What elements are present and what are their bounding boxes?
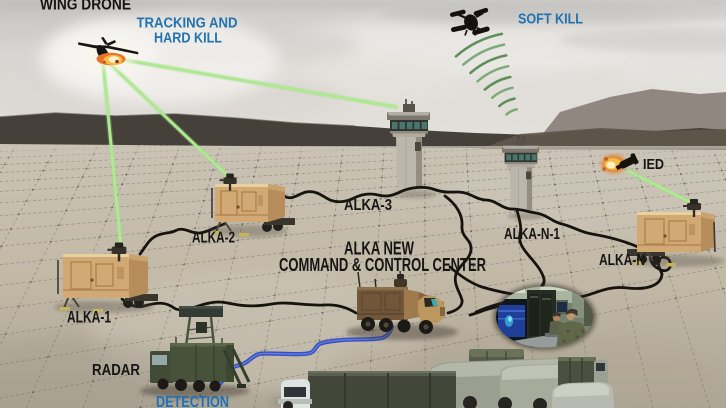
svg-text:ALKA NEW: ALKA NEW: [344, 239, 414, 259]
svg-text:TRACKING AND: TRACKING AND: [137, 16, 238, 32]
svg-text:ALKA-2: ALKA-2: [192, 230, 235, 247]
svg-text:COMMAND & CONTROL CENTER: COMMAND & CONTROL CENTER: [279, 255, 486, 275]
svg-text:IED: IED: [643, 156, 664, 173]
svg-text:WING DRONE: WING DRONE: [40, 0, 131, 14]
svg-text:SOFT KILL: SOFT KILL: [518, 11, 583, 28]
svg-text:HARD KILL: HARD KILL: [154, 31, 222, 47]
svg-text:RADAR: RADAR: [92, 362, 140, 379]
svg-text:ALKA-1: ALKA-1: [67, 309, 111, 327]
svg-text:DETECTION: DETECTION: [156, 394, 229, 408]
svg-text:ALKA-N-1: ALKA-N-1: [504, 226, 560, 243]
svg-text:ALKA-3: ALKA-3: [344, 197, 392, 214]
svg-text:ALKA-N: ALKA-N: [599, 252, 645, 269]
